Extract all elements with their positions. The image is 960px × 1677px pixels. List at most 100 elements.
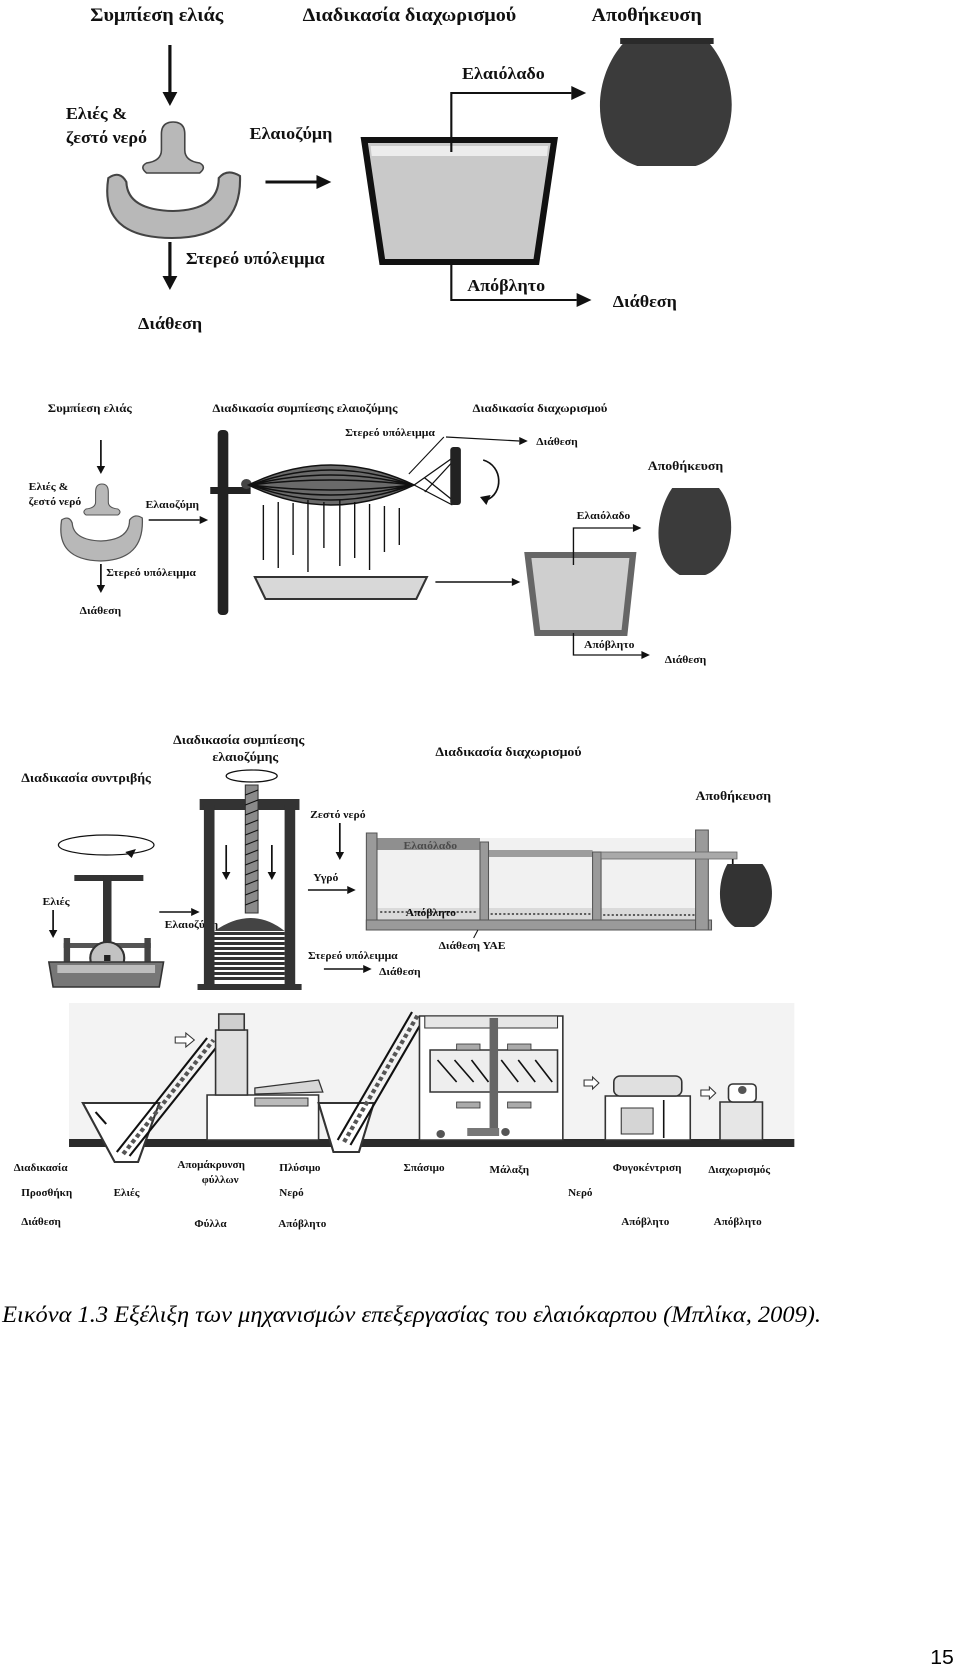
residue-arrow-head xyxy=(519,437,528,445)
press-right-pole xyxy=(450,447,461,505)
label-olives: Ελιές & xyxy=(66,103,127,122)
tank-partition-1 xyxy=(479,841,490,921)
figure-caption: Εικόνα 1.3 Εξέλιξη των μηχανισμών επεξερ… xyxy=(1,1303,821,1328)
jar-rim xyxy=(620,38,714,44)
press-plunger xyxy=(83,483,121,516)
label-paste-pressing-process-line2: ελαιοζύμης xyxy=(212,749,278,764)
label-dispose-centrifugation-waste: Απόβλητο xyxy=(621,1216,669,1228)
press-rotation-arrow-icon xyxy=(225,769,278,783)
press-plate-top xyxy=(214,918,285,931)
row-header-disposal: Διάθεση xyxy=(21,1216,61,1228)
label-storage: Αποθήκευση xyxy=(696,788,772,803)
twisted-press-bag xyxy=(246,464,416,506)
leaf-removal-fan xyxy=(214,1029,249,1096)
decanter-centrifuge xyxy=(613,1075,683,1097)
elevator-conveyor-1 xyxy=(115,1037,221,1157)
pump-icon xyxy=(436,1130,445,1138)
elevator-chain-2 xyxy=(342,1013,421,1143)
label-disposal-solid: Διάθεση xyxy=(138,313,202,332)
row-header-process: Διαδικασία xyxy=(14,1162,68,1174)
label-malaxing: Μάλαξη xyxy=(490,1164,530,1176)
label-press-solid-residue: Στερεό υπόλειμμα xyxy=(345,427,435,439)
press-basin xyxy=(106,171,242,240)
label-add-malaxing-water: Νερό xyxy=(568,1187,592,1199)
label-centrifugation: Φυγοκέντριση xyxy=(613,1162,682,1174)
label-separation-process: Διαδικασία διαχωρισμού xyxy=(435,744,581,759)
label-separation-process: Διαδικασία διαχωρισμού xyxy=(303,5,517,25)
label-crushing: Σπάσιμο xyxy=(404,1162,445,1174)
label-paste-pressing-process: Διαδικασία συμπίεσης ελαιοζύμης xyxy=(212,401,398,415)
label-leaf-removal-line1: Απομάκρυνση xyxy=(177,1159,245,1171)
label-olive-oil: Ελαιόλαδο xyxy=(577,510,631,522)
label-olive-pressing: Συμπίεση ελιάς xyxy=(48,401,133,415)
washing-tank xyxy=(254,1097,309,1107)
label-add-washing-water: Νερό xyxy=(279,1187,303,1199)
tank-bottom xyxy=(365,919,713,931)
label-olives: Ελιές & xyxy=(29,481,69,493)
vertical-separator xyxy=(719,1101,764,1141)
crusher-basin-inner xyxy=(57,965,156,973)
tray-to-tank-arrow-head xyxy=(511,578,521,586)
storage-jar xyxy=(719,864,772,927)
label-olive-oil: Ελαιόλαδο xyxy=(404,840,458,852)
elevator-chain-1 xyxy=(121,1038,216,1156)
press-arm xyxy=(210,487,251,494)
oil-layer-chamber-1 xyxy=(376,838,480,850)
label-washing: Πλύσιμο xyxy=(279,1162,320,1174)
label-wastewater: Απόβλητο xyxy=(584,639,635,651)
label-liquid: Υγρό xyxy=(313,872,338,884)
rotation-arrow-head xyxy=(480,495,491,505)
residue-lead-line xyxy=(408,436,445,475)
lower-hatch-2 xyxy=(507,1101,532,1109)
malaxer-hatch-1 xyxy=(456,1043,481,1051)
label-leaf-removal-line2: φύλλων xyxy=(202,1174,239,1186)
label-olive-oil: Ελαιόλαδο xyxy=(462,63,545,82)
label-press-disposal: Διάθεση xyxy=(536,436,577,448)
label-disposal-solid: Διάθεση xyxy=(379,966,420,978)
press-right-post xyxy=(284,805,296,987)
washing-tray xyxy=(254,1079,324,1095)
figure-panel-modern-plant: Διαδικασία Προσθήκη Διάθεση Απομάκρυνση … xyxy=(14,1003,795,1230)
label-crushing-process: Διαδικασία συντριβής xyxy=(21,770,151,785)
crusher-right-support xyxy=(144,938,151,966)
sediment-dots xyxy=(380,911,699,916)
label-solid-residue: Στερεό υπόλειμμα xyxy=(186,248,325,267)
elevator-conveyor-2 xyxy=(336,1011,426,1146)
press-left-arrow-head xyxy=(221,872,231,880)
malaxer-shaft xyxy=(489,1018,499,1130)
press-right-arrow-head xyxy=(267,872,277,880)
olives-arrow-head xyxy=(48,930,58,938)
oil-outlet-line xyxy=(450,92,572,152)
paste-arrow-head xyxy=(191,908,200,916)
figure-panel-traditional-press: Συμπίεση ελιάς Διαδικασία διαχωρισμού Απ… xyxy=(66,5,732,333)
label-disposal-wastewater: Διάθεση xyxy=(613,291,677,310)
label-paste-pressing-process-line1: Διαδικασία συμπίεσης xyxy=(173,732,305,747)
press-basin xyxy=(60,515,143,562)
storage-jar xyxy=(599,42,732,166)
olive-feed-arrow xyxy=(94,1111,108,1125)
label-hot-water: Ζεστό νερό xyxy=(310,809,366,821)
separation-tank xyxy=(360,137,558,265)
oil-drips xyxy=(262,500,400,572)
malaxer-blades xyxy=(436,1059,553,1083)
oil-layer-chamber-2 xyxy=(488,850,593,857)
waste-arrow-head xyxy=(576,293,592,307)
label-storage: Αποθήκευση xyxy=(648,458,724,473)
flow-arrow-icon xyxy=(174,1031,196,1049)
press-screw-thread xyxy=(245,789,259,906)
solid-arrow-head xyxy=(96,585,106,593)
crusher-rotation-arrow-head xyxy=(125,849,136,858)
liquid-arrow-head xyxy=(347,886,356,894)
label-dispose-separation-waste: Απόβλητο xyxy=(714,1216,762,1228)
label-dispose-leaves: Φύλλα xyxy=(194,1218,226,1230)
label-disposal-wastewater: Διάθεση xyxy=(665,654,706,666)
label-olives: Ελιές xyxy=(42,896,69,908)
oil-outlet-pipe xyxy=(600,851,738,860)
label-dispose-washing-waste: Απόβλητο xyxy=(278,1218,326,1230)
collection-tray xyxy=(253,576,429,600)
tank-surface xyxy=(370,146,548,156)
waste-outlet-line xyxy=(572,633,642,656)
label-separation-process: Διαδικασία διαχωρισμού xyxy=(473,401,608,415)
figure-panel-spindle-press: Συμπίεση ελιάς Διαδικασία συμπίεσης ελαι… xyxy=(29,401,732,666)
fan-motor xyxy=(217,1013,246,1031)
